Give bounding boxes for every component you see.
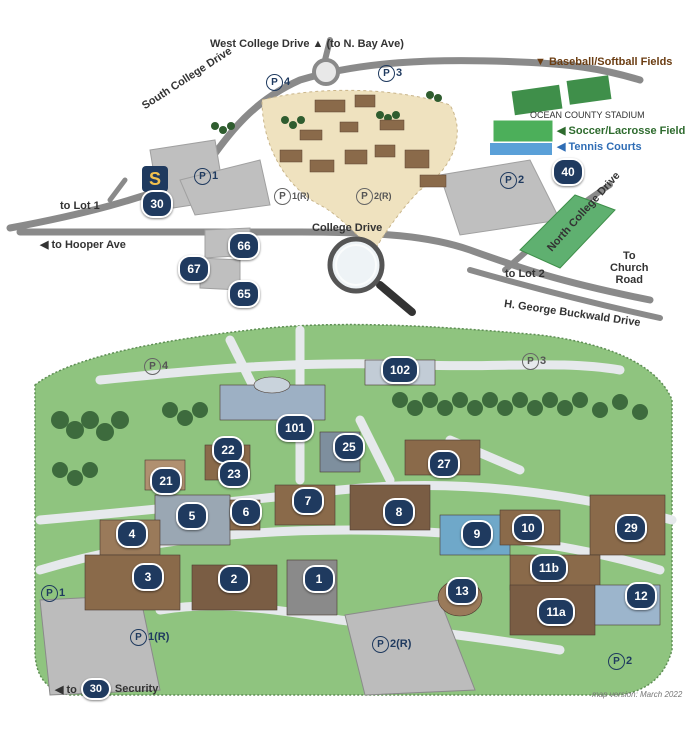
west-college-drive-label: West College Drive ▲ (to N. Bay Ave): [210, 38, 404, 50]
to-lot2-label: to Lot 2: [505, 268, 545, 280]
to-hooper-label: ◀ to Hooper Ave: [40, 239, 126, 251]
college-drive-label: College Drive: [312, 222, 383, 234]
building-6-badge[interactable]: 6: [230, 498, 262, 526]
parking-p-icon: P: [194, 167, 211, 185]
parking-p-icon: P: [500, 171, 517, 189]
security-s-icon[interactable]: S: [142, 166, 168, 192]
building-8-badge[interactable]: 8: [383, 498, 415, 526]
top-buildings: [279, 94, 447, 188]
building-7-badge[interactable]: 7: [292, 487, 324, 515]
building-27-badge[interactable]: 27: [428, 450, 460, 478]
parking-p-icon: P: [522, 352, 539, 370]
building-21-badge[interactable]: 21: [150, 467, 182, 495]
building-4-badge[interactable]: 4: [116, 520, 148, 548]
parking-p-icon: P: [378, 64, 395, 82]
building-25-badge[interactable]: 25: [333, 433, 365, 461]
building-3-badge[interactable]: 3: [132, 563, 164, 591]
parking-p-icon: P: [372, 635, 389, 653]
to-lot1-label: to Lot 1: [60, 200, 100, 212]
athletic-fields: [490, 75, 616, 269]
building-66-badge[interactable]: 66: [228, 232, 260, 260]
building-101-badge[interactable]: 101: [276, 414, 314, 442]
building-102-badge[interactable]: 102: [381, 356, 419, 384]
campus-parking: [39, 594, 476, 696]
building-30-badge-security: 30: [80, 678, 111, 700]
parking-p-icon: P: [608, 652, 625, 670]
building-67-badge[interactable]: 67: [178, 255, 210, 283]
parking-p-icon: P: [144, 357, 161, 375]
building-2-badge[interactable]: 2: [218, 565, 250, 593]
building-13-badge[interactable]: 13: [446, 577, 478, 605]
baseball-fields-label: ▼ Baseball/Softball Fields: [535, 56, 673, 68]
parking-p-icon: P: [41, 584, 58, 602]
parking-p-icon: P: [274, 187, 291, 205]
building-9-badge[interactable]: 9: [461, 520, 493, 548]
building-10-badge[interactable]: 10: [512, 514, 544, 542]
roundabout: [312, 58, 340, 86]
building-40-badge[interactable]: 40: [552, 158, 584, 186]
to-church-road-label: To Church Road: [610, 250, 649, 286]
campus-trees: [51, 392, 648, 486]
building-23-badge[interactable]: 23: [218, 460, 250, 488]
map-version-label: map version: March 2022: [592, 690, 683, 699]
building-30-badge[interactable]: 30: [141, 190, 173, 218]
tennis-courts-label: ◀ Tennis Courts: [557, 141, 642, 153]
building-65-badge[interactable]: 65: [228, 280, 260, 308]
magnifier-icon: [327, 236, 416, 316]
building-1-badge[interactable]: 1: [303, 565, 335, 593]
building-29-badge[interactable]: 29: [615, 514, 647, 542]
parking-p-icon: P: [356, 187, 373, 205]
parking-p-icon: P: [266, 73, 283, 91]
soccer-field-label: ◀ Soccer/Lacrosse Field: [557, 125, 686, 137]
parking-p-icon: P: [130, 628, 147, 646]
stadium-label: OCEAN COUNTY STADIUM: [530, 110, 645, 120]
top-trees: [211, 91, 442, 134]
building-5-badge[interactable]: 5: [176, 502, 208, 530]
building-12-badge[interactable]: 12: [625, 582, 657, 610]
building-11a-badge[interactable]: 11a: [537, 598, 575, 626]
to-security-label[interactable]: ◀ to 30 Security: [55, 678, 158, 700]
building-11b-badge[interactable]: 11b: [530, 554, 568, 582]
